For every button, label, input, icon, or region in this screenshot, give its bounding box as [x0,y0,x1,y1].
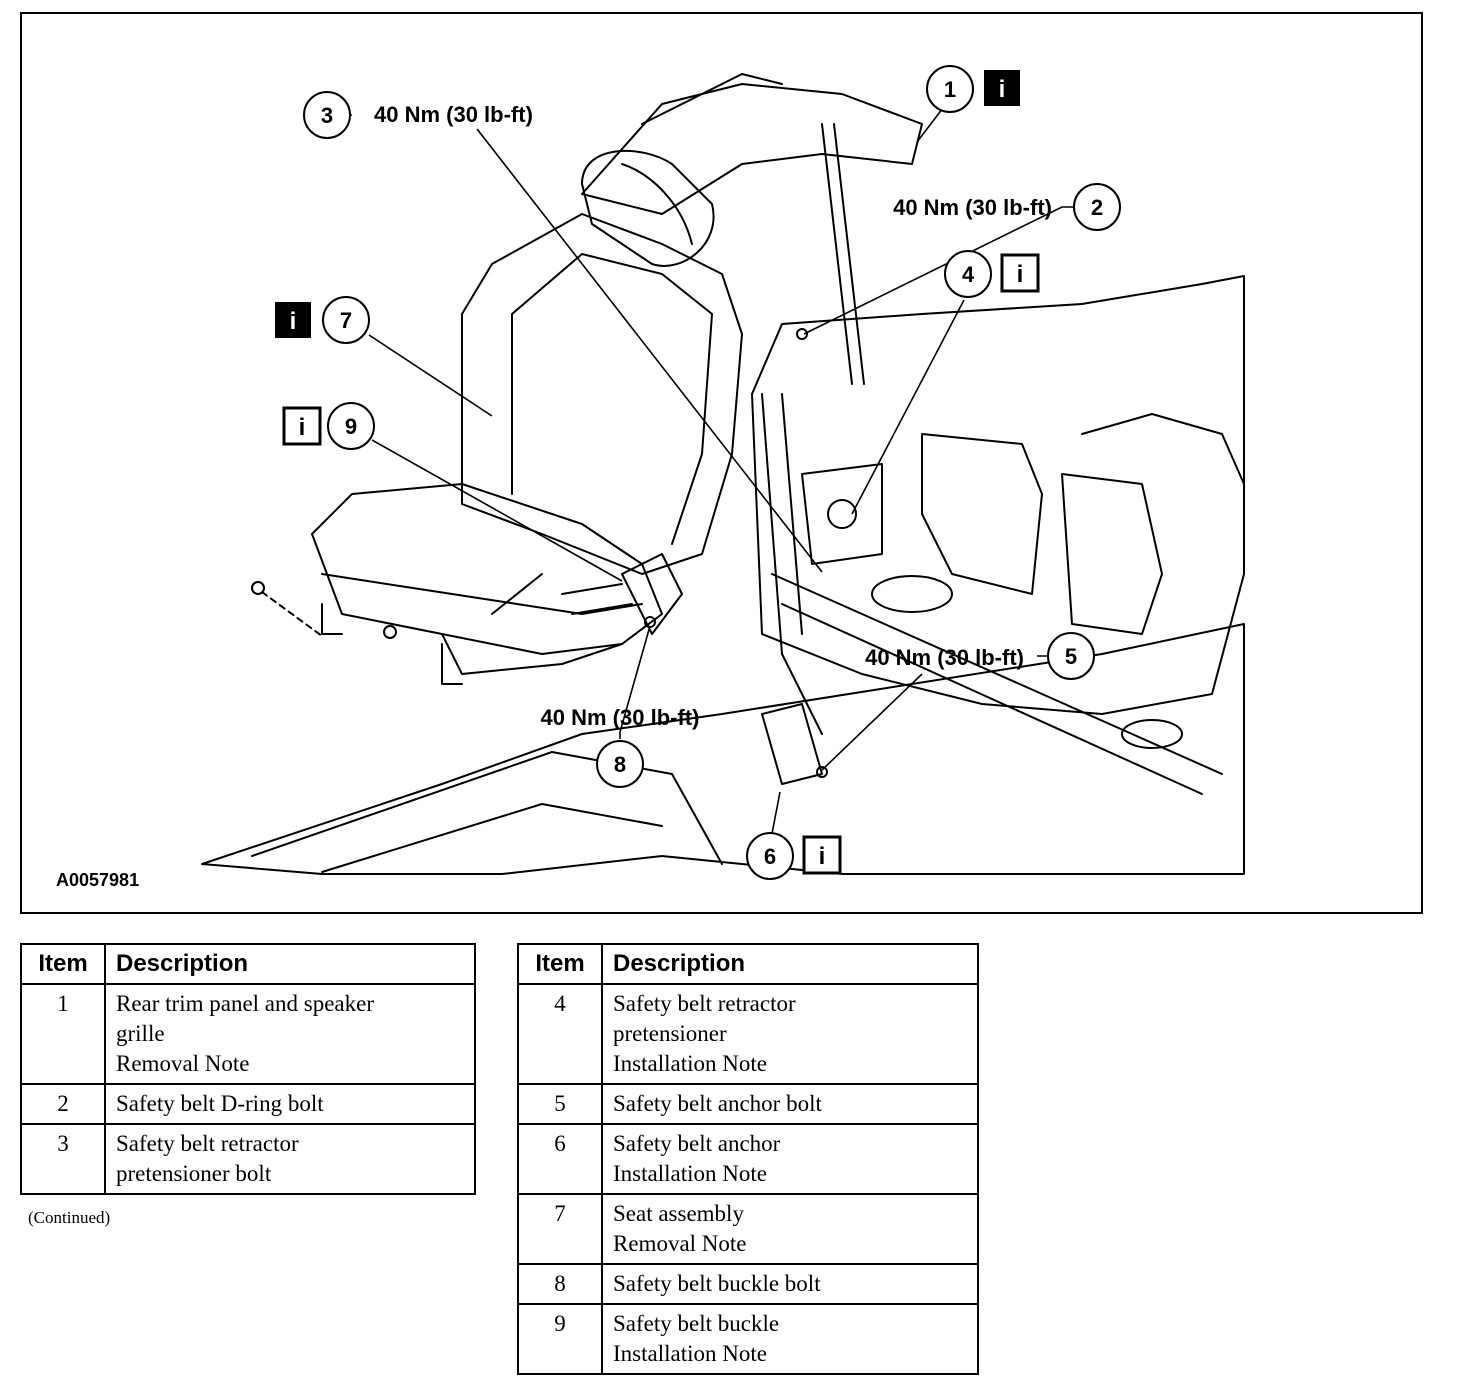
callout-number: 8 [614,752,626,777]
torque-spec: 40 Nm (30 lb-ft) [893,195,1052,220]
item-number: 5 [517,1083,603,1125]
description-line: Safety belt retractor [613,991,796,1016]
info-icon: i [999,76,1006,103]
callout-2: 40 Nm (30 lb-ft) 2 [893,183,1121,231]
table-row: 3 Safety belt retractor pretensioner bolt [20,1123,476,1195]
callout-number: 9 [345,414,357,439]
item-number: 9 [517,1303,603,1375]
description-column-header: Description [601,943,979,985]
info-icon: i [290,308,297,335]
description-line: grille [116,1021,165,1046]
description-line: Rear trim panel and speaker [116,991,374,1016]
table-header-row: Item Description [517,943,979,985]
callout-3: 3 40 Nm (30 lb-ft) [303,91,533,139]
table-row: 8 Safety belt buckle bolt [517,1263,979,1305]
table-row: 5 Safety belt anchor bolt [517,1083,979,1125]
item-description: Safety belt buckle bolt [601,1263,979,1305]
torque-spec: 40 Nm (30 lb-ft) [374,102,533,127]
callout-number: 1 [944,77,956,102]
description-line: Removal Note [116,1051,250,1076]
item-description: Safety belt anchor bolt [601,1083,979,1125]
seat-cushion [311,483,663,655]
description-line: Safety belt buckle [613,1311,780,1336]
callout-number: 4 [962,262,975,287]
torque-spec: 40 Nm (30 lb-ft) [865,645,1024,670]
rear-trim-panel [581,83,923,215]
item-number: 4 [517,983,603,1085]
item-number: 6 [517,1123,603,1195]
callout-1: 1 i [926,65,1020,113]
description-line: pretensioner [613,1021,727,1046]
item-number: 3 [20,1123,106,1195]
table-row: 2 Safety belt D-ring bolt [20,1083,476,1125]
table-header-row: Item Description [20,943,476,985]
description-line: Installation Note [613,1161,767,1186]
callout-4: 4 i [944,250,1040,298]
item-description: Safety belt retractor pretensioner bolt [104,1123,476,1195]
item-column-header: Item [517,943,603,985]
seat-and-belt-illustration: 1 i 40 Nm (30 lb-ft) 2 3 40 Nm (30 lb-ft… [201,65,1245,880]
description-column-header: Description [104,943,476,985]
callout-7: i 7 [275,296,370,344]
description-line: Safety belt anchor [613,1131,781,1156]
description-line: Safety belt retractor [116,1131,299,1156]
callout-6: 6 i [746,832,842,880]
safety-belt-buckle [621,553,683,635]
floor-pan [201,623,1245,875]
callout-number: 7 [340,308,352,333]
callout-number: 6 [764,844,776,869]
description-line: pretensioner bolt [116,1161,272,1186]
callout-number: 5 [1065,644,1077,669]
item-column-header: Item [20,943,106,985]
callout-number: 3 [321,103,333,128]
callout-number: 2 [1091,195,1103,220]
belt-anchor [761,703,823,785]
item-number: 1 [20,983,106,1085]
description-line: Seat assembly [613,1201,744,1226]
figure-id: A0057981 [56,870,140,890]
item-table-right: Item Description 4 Safety belt retractor p… [517,943,979,1375]
info-icon: i [819,843,826,870]
exploded-view-figure: 1 i 40 Nm (30 lb-ft) 2 3 40 Nm (30 lb-ft… [20,12,1423,914]
callout-9: i 9 [282,402,375,450]
description-line: Safety belt anchor bolt [613,1091,822,1116]
description-line: Safety belt D-ring bolt [116,1091,324,1116]
torque-spec: 40 Nm (30 lb-ft) [541,705,700,730]
rear-bulkhead [751,275,1245,715]
seat-back [461,213,743,575]
item-number: 2 [20,1083,106,1125]
item-number: 8 [517,1263,603,1305]
description-line: Installation Note [613,1051,767,1076]
description-line: Removal Note [613,1231,747,1256]
callout-5: 40 Nm (30 lb-ft) 5 [865,632,1095,680]
info-icon: i [299,414,306,441]
safety-belt-webbing [821,123,853,385]
description-line: Safety belt buckle bolt [613,1271,821,1296]
pillar [761,393,823,735]
retractor-pretensioner [801,463,883,565]
info-icon: i [1017,261,1024,288]
continued-note: (Continued) [28,1208,111,1227]
callout-8: 40 Nm (30 lb-ft) 8 [541,705,700,788]
item-number: 7 [517,1193,603,1265]
item-description: Safety belt D-ring bolt [104,1083,476,1125]
headrest [581,149,715,267]
description-line: Installation Note [613,1341,767,1366]
